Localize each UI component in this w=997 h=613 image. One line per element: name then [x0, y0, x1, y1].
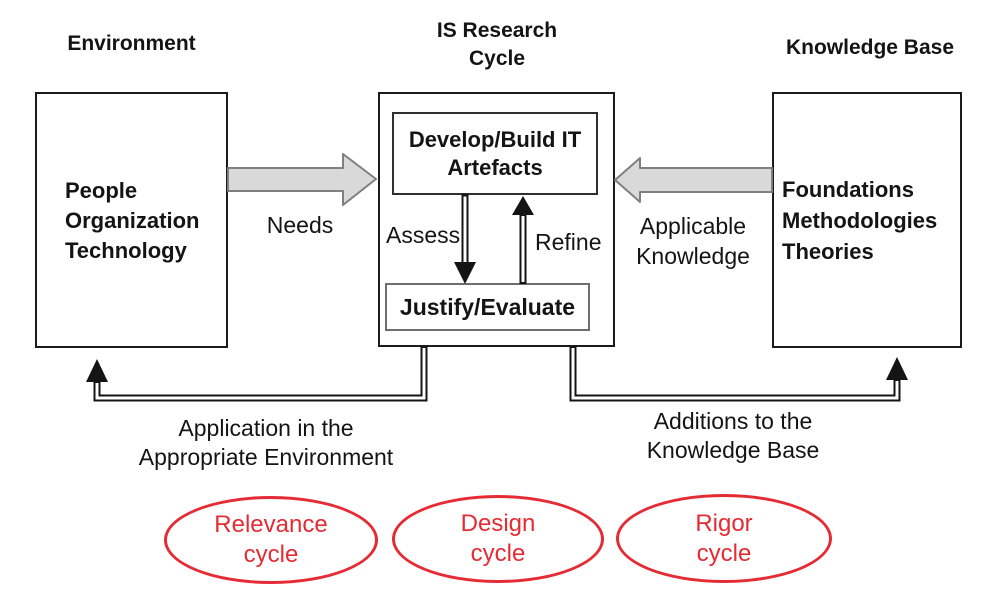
relevance-cycle-ellipse: Relevance cycle	[164, 496, 378, 584]
rigor-cycle-line1: Rigor	[695, 509, 753, 537]
down-double-line-arrow-icon	[454, 194, 476, 284]
design-cycle-line1: Design	[460, 510, 536, 537]
environment-item-technology: Technology	[65, 238, 187, 263]
additions-knowledge-label: Additions to the Knowledge Base	[583, 407, 883, 465]
right-block-arrow-icon	[227, 153, 377, 206]
knowledge-base-box-text: Foundations Methodologies Theories	[782, 174, 937, 267]
justify-evaluate-label: Justify/Evaluate	[399, 294, 576, 320]
needs-label: Needs	[266, 212, 334, 238]
application-environment-line2: Appropriate Environment	[138, 444, 394, 470]
applicable-knowledge-line1: Applicable	[639, 213, 747, 239]
applicable-knowledge-label: Applicable Knowledge	[623, 211, 763, 271]
application-environment-line1: Application in the	[178, 415, 354, 441]
knowledge-item-methodologies: Methodologies	[782, 208, 938, 233]
relevance-cycle-line2: cycle	[243, 541, 299, 568]
develop-build-box: Develop/Build IT Artefacts	[392, 112, 598, 195]
applicable-knowledge-line2: Knowledge	[636, 243, 750, 269]
develop-build-line1: Develop/Build IT	[408, 126, 582, 152]
additions-knowledge-line1: Additions to the	[653, 408, 813, 434]
environment-box	[35, 92, 228, 348]
environment-item-people: People	[65, 178, 138, 203]
design-cycle-ellipse: Design cycle	[392, 495, 604, 583]
develop-build-line2: Artefacts	[447, 154, 543, 180]
is-research-cycle-heading: IS Research Cycle	[397, 17, 597, 73]
is-research-cycle-heading-line1: IS Research	[436, 19, 558, 42]
knowledge-item-foundations: Foundations	[782, 177, 914, 202]
environment-heading: Environment	[67, 32, 196, 55]
design-cycle-line2: cycle	[470, 540, 526, 567]
left-block-arrow-icon	[614, 157, 773, 203]
up-double-line-arrow-icon	[512, 196, 534, 284]
rigor-cycle-ellipse: Rigor cycle	[616, 494, 832, 583]
application-environment-label: Application in the Appropriate Environme…	[116, 414, 416, 472]
knowledge-base-box	[772, 92, 962, 348]
environment-box-text: People Organization Technology	[65, 176, 199, 266]
environment-item-organization: Organization	[65, 208, 200, 233]
additions-knowledge-line2: Knowledge Base	[646, 437, 820, 463]
assess-label: Assess	[386, 222, 461, 248]
refine-label: Refine	[535, 229, 602, 255]
knowledge-item-theories: Theories	[782, 239, 874, 264]
knowledge-base-heading: Knowledge Base	[785, 36, 955, 59]
relevance-cycle-line1: Relevance	[214, 511, 328, 538]
is-research-cycle-heading-line2: Cycle	[468, 47, 526, 70]
rigor-cycle-line2: cycle	[696, 539, 752, 567]
justify-evaluate-box: Justify/Evaluate	[385, 283, 590, 331]
right-up-feedback-arrow-icon	[569, 346, 908, 402]
left-up-feedback-arrow-icon	[86, 346, 428, 402]
